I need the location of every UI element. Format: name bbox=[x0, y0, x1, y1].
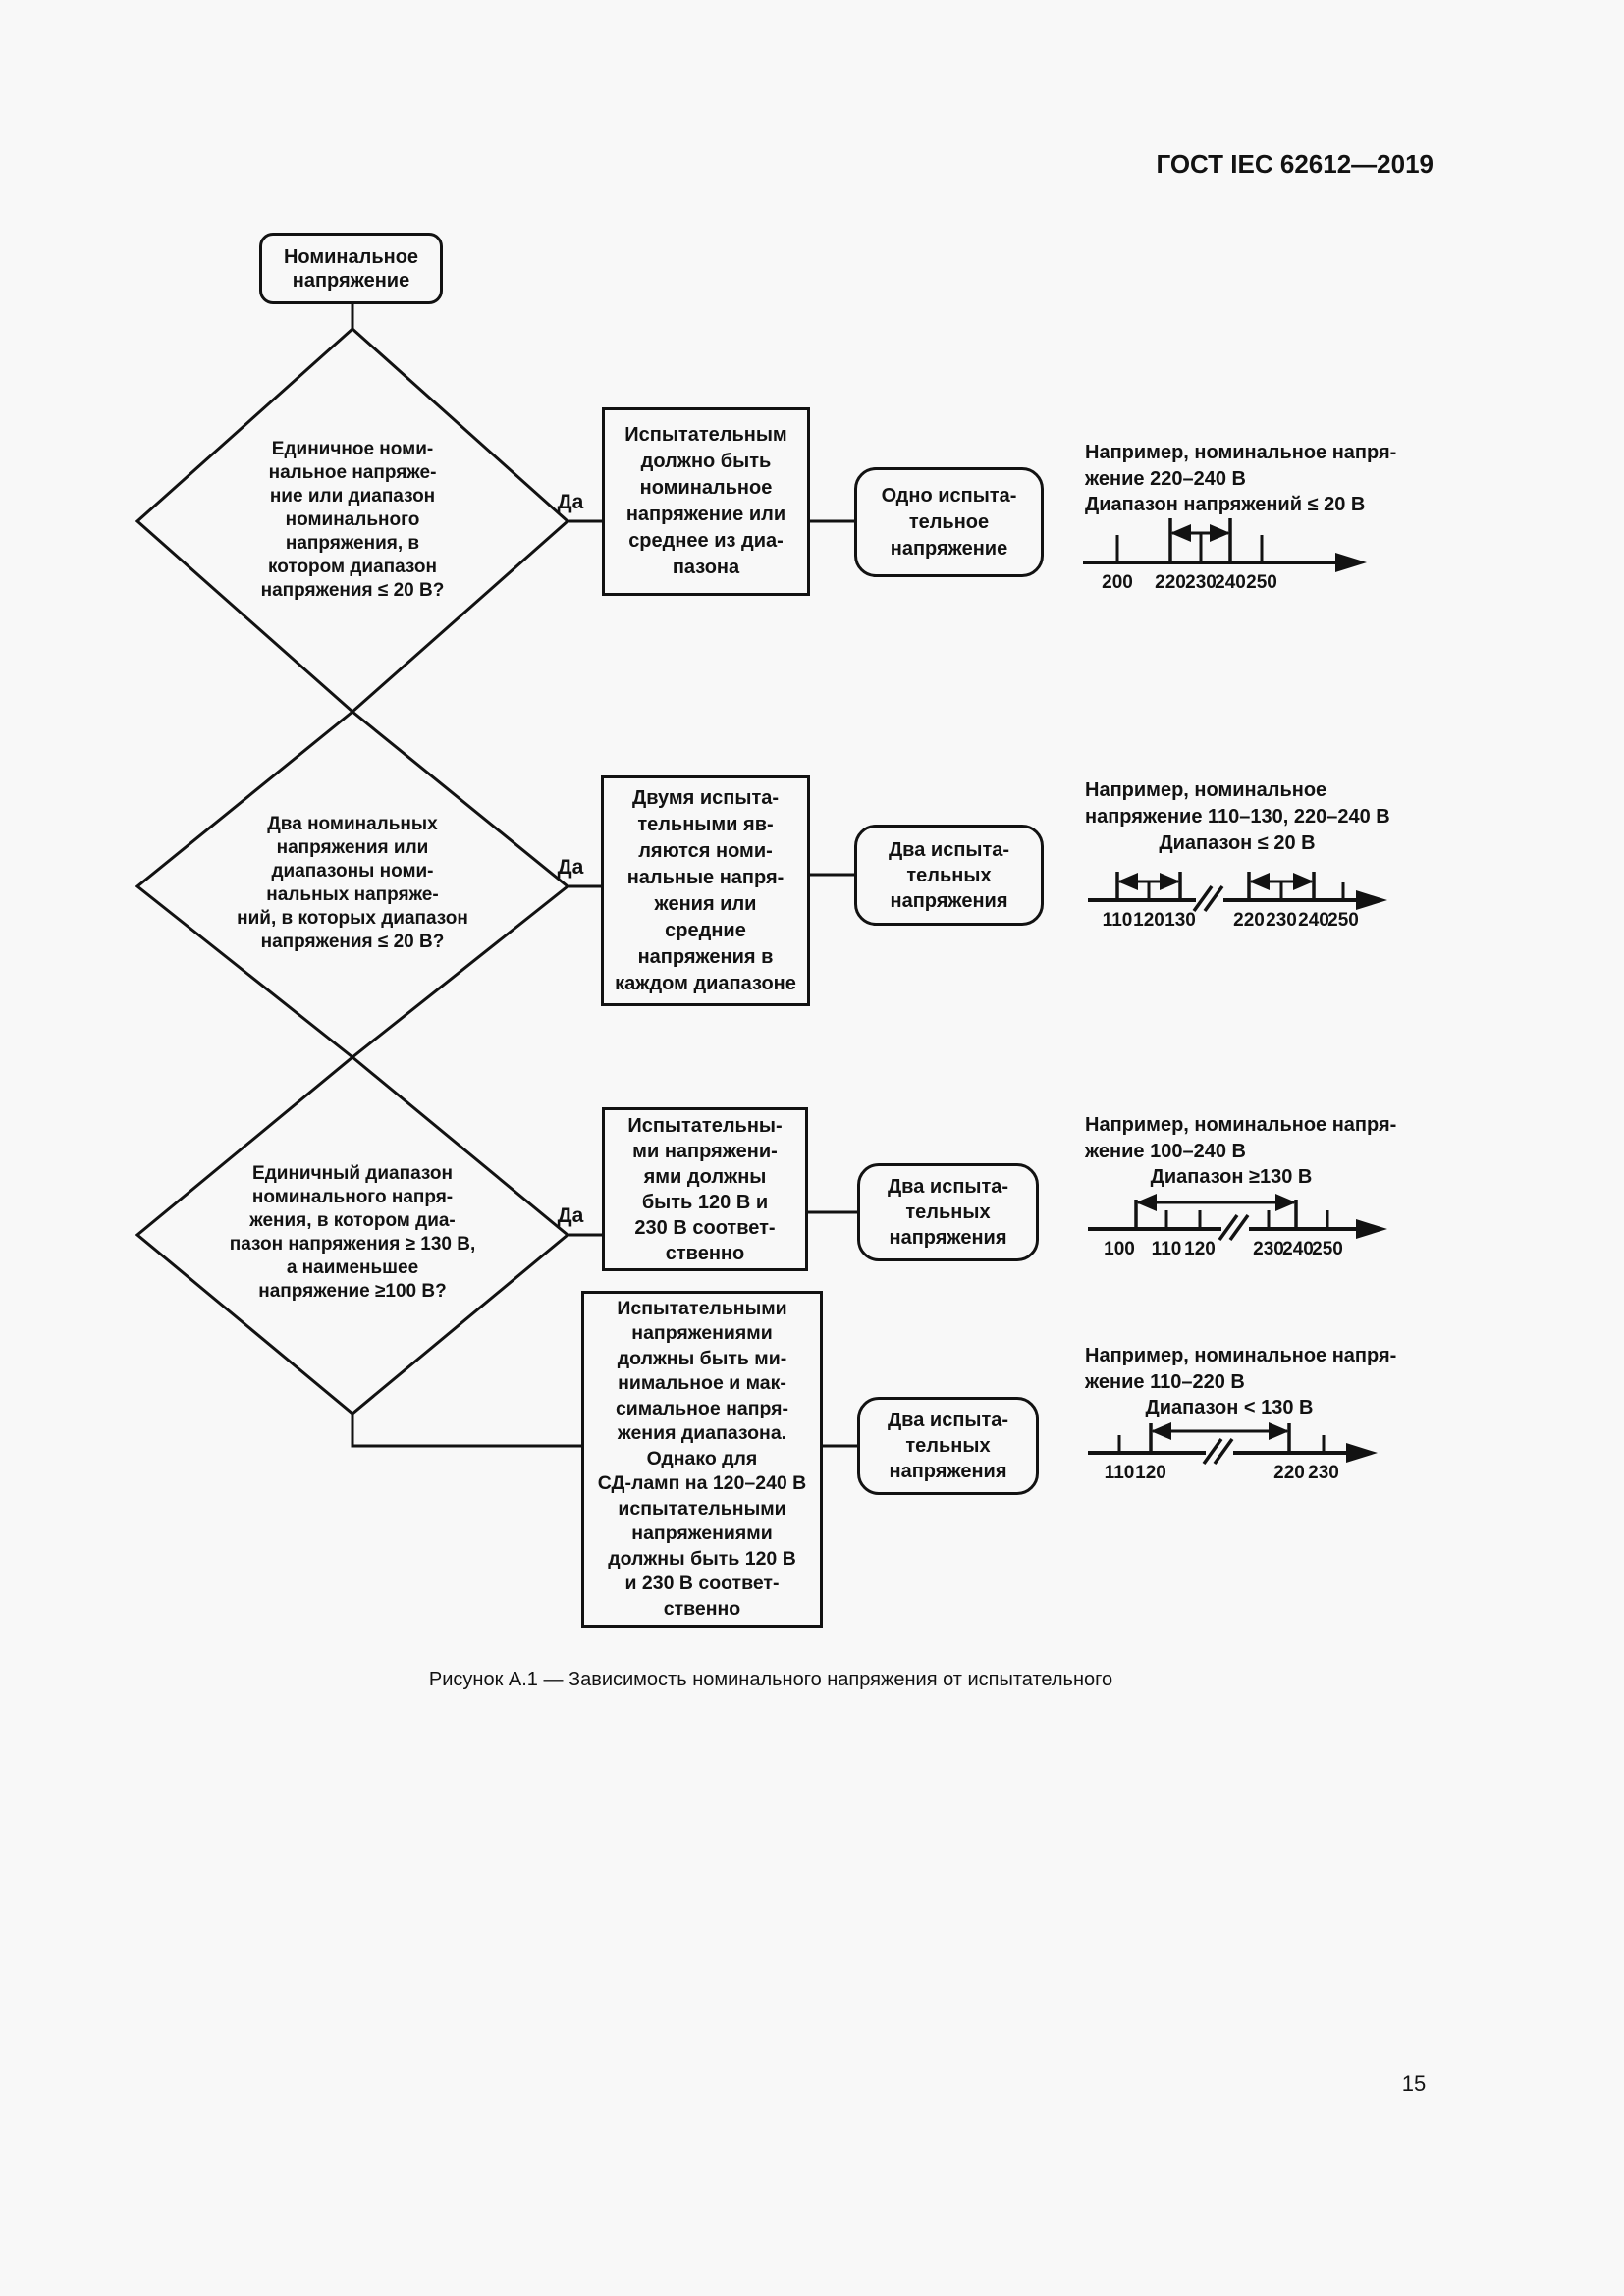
start-node-label: Номинальное напряжение bbox=[283, 245, 419, 292]
short-ticks bbox=[1115, 535, 1264, 562]
decision-diamond-3 bbox=[135, 1055, 570, 1415]
connectors bbox=[351, 304, 857, 1448]
result-box-4-text: Два испыта- тельных напряжения bbox=[887, 1410, 1009, 1482]
example-4-tick: 220 bbox=[1273, 1463, 1305, 1483]
range-boundary-bars bbox=[1115, 872, 1316, 900]
range-arrowhead-right-1 bbox=[1160, 873, 1180, 890]
result-box-1-text: Одно испыта- тельное напряжение bbox=[881, 484, 1017, 560]
axis-arrowhead bbox=[1356, 1219, 1387, 1239]
short-ticks bbox=[1164, 1210, 1329, 1229]
example-1-numberline bbox=[1083, 518, 1367, 572]
example-2-tick: 220 bbox=[1233, 910, 1265, 931]
decision-1-yes-label: Да bbox=[557, 491, 584, 513]
page-header: ГОСТ IEC 62612—2019 bbox=[1156, 149, 1434, 179]
example-1-range-note: Диапазон напряжений ≤ 20 В bbox=[1085, 494, 1366, 515]
example-2-tick: 230 bbox=[1266, 910, 1297, 931]
example-3-tick: 230 bbox=[1253, 1239, 1284, 1259]
decision-2-question: Два номинальных напряжения или диапазоны… bbox=[237, 814, 468, 952]
example-4-tick: 110 bbox=[1104, 1463, 1135, 1483]
example-1-tick: 250 bbox=[1246, 572, 1277, 593]
example-3-tick: 250 bbox=[1312, 1239, 1343, 1259]
example-2-tick: 110 bbox=[1102, 910, 1133, 931]
example-2-tick: 130 bbox=[1164, 910, 1196, 931]
axis-arrowhead bbox=[1335, 553, 1367, 572]
example-2-tick: 240 bbox=[1298, 910, 1329, 931]
example-4-range-note: Диапазон < 130 В bbox=[1145, 1397, 1314, 1418]
page-number: 15 bbox=[1401, 2071, 1427, 2096]
connector-d3-action4 bbox=[351, 1414, 581, 1448]
short-ticks bbox=[1117, 1435, 1326, 1453]
axis-break-slashes bbox=[1202, 1437, 1234, 1466]
range-arrowhead-left-2 bbox=[1249, 873, 1270, 890]
range-arrowhead-right bbox=[1210, 524, 1230, 542]
range-arrowhead-right bbox=[1269, 1422, 1289, 1440]
axis-arrowhead bbox=[1356, 890, 1387, 910]
example-1-description: Например, номинальное напря- жение 220–2… bbox=[1085, 442, 1397, 490]
action-box-3: Испытательны- ми напряжени- ями должны б… bbox=[602, 1107, 808, 1271]
action-box-1-text: Испытательным должно быть номинальное на… bbox=[624, 424, 787, 578]
action-box-4: Испытательными напряжениями должны быть … bbox=[581, 1291, 823, 1628]
result-box-1: Одно испыта- тельное напряжение bbox=[854, 467, 1044, 577]
range-boundary-bars bbox=[1134, 1200, 1298, 1229]
range-arrowhead-left-1 bbox=[1117, 873, 1138, 890]
example-1-tick: 230 bbox=[1185, 572, 1217, 593]
range-boundary-bars bbox=[1149, 1423, 1291, 1453]
decision-2-yes-label: Да bbox=[557, 856, 584, 879]
example-2-tick: 250 bbox=[1327, 910, 1359, 931]
action-box-4-text: Испытательными напряжениями должны быть … bbox=[597, 1297, 807, 1620]
action-box-3-text: Испытательны- ми напряжени- ями должны б… bbox=[627, 1114, 783, 1264]
range-arrowhead-right bbox=[1275, 1194, 1296, 1211]
range-arrowhead-left bbox=[1136, 1194, 1157, 1211]
example-2-range-note: Диапазон ≤ 20 В bbox=[1159, 832, 1316, 854]
action-box-2-text: Двумя испыта- тельными яв- ляются номи- … bbox=[615, 786, 796, 994]
decision-3-yes-label: Да bbox=[557, 1204, 584, 1227]
axis-break-slashes bbox=[1218, 1213, 1250, 1242]
range-boundary-bars bbox=[1168, 518, 1232, 562]
axis-arrowhead bbox=[1346, 1443, 1378, 1463]
action-box-2: Двумя испыта- тельными яв- ляются номи- … bbox=[601, 775, 810, 1006]
example-4-tick: 120 bbox=[1135, 1463, 1166, 1483]
example-3-tick: 120 bbox=[1184, 1239, 1216, 1259]
example-2-description: Например, номинальное напряжение 110–130… bbox=[1085, 779, 1390, 828]
example-3-tick: 100 bbox=[1104, 1239, 1135, 1259]
example-3-tick: 110 bbox=[1151, 1239, 1182, 1259]
example-4-numberline bbox=[1088, 1422, 1378, 1466]
result-box-3: Два испыта- тельных напряжения bbox=[857, 1163, 1039, 1261]
decision-1-question: Единичное номи- нальное напряже- ние или… bbox=[260, 439, 445, 601]
range-arrowhead-right-2 bbox=[1293, 873, 1314, 890]
example-4-tick: 230 bbox=[1308, 1463, 1339, 1483]
example-3-description: Например, номинальное напря- жение 100–2… bbox=[1085, 1114, 1397, 1162]
result-box-2-text: Два испыта- тельных напряжения bbox=[888, 838, 1010, 912]
result-box-3-text: Два испыта- тельных напряжения bbox=[887, 1176, 1009, 1249]
mid-ticks bbox=[1147, 882, 1283, 900]
figure-caption: Рисунок А.1 — Зависимость номинального н… bbox=[428, 1669, 1113, 1690]
axis-break-slashes bbox=[1192, 884, 1224, 913]
example-2-numberline bbox=[1088, 872, 1387, 913]
example-3-range-note: Диапазон ≥130 В bbox=[1150, 1166, 1313, 1188]
example-2-tick: 120 bbox=[1133, 910, 1164, 931]
start-node: Номинальное напряжение bbox=[259, 233, 443, 304]
example-1-tick: 200 bbox=[1102, 572, 1133, 593]
result-box-4: Два испыта- тельных напряжения bbox=[857, 1397, 1039, 1495]
range-arrowhead-left bbox=[1170, 524, 1191, 542]
example-1-tick: 240 bbox=[1215, 572, 1246, 593]
example-4-description: Например, номинальное напря- жение 110–2… bbox=[1085, 1345, 1397, 1393]
example-3-numberline bbox=[1088, 1194, 1387, 1242]
example-1-tick: 220 bbox=[1155, 572, 1186, 593]
decision-3-question: Единичный диапазон номинального напря- ж… bbox=[229, 1163, 476, 1302]
result-box-2: Два испыта- тельных напряжения bbox=[854, 825, 1044, 926]
action-box-1: Испытательным должно быть номинальное на… bbox=[602, 407, 810, 596]
decision-diamonds bbox=[135, 326, 570, 1415]
range-arrowhead-left bbox=[1151, 1422, 1171, 1440]
example-3-tick: 240 bbox=[1282, 1239, 1314, 1259]
